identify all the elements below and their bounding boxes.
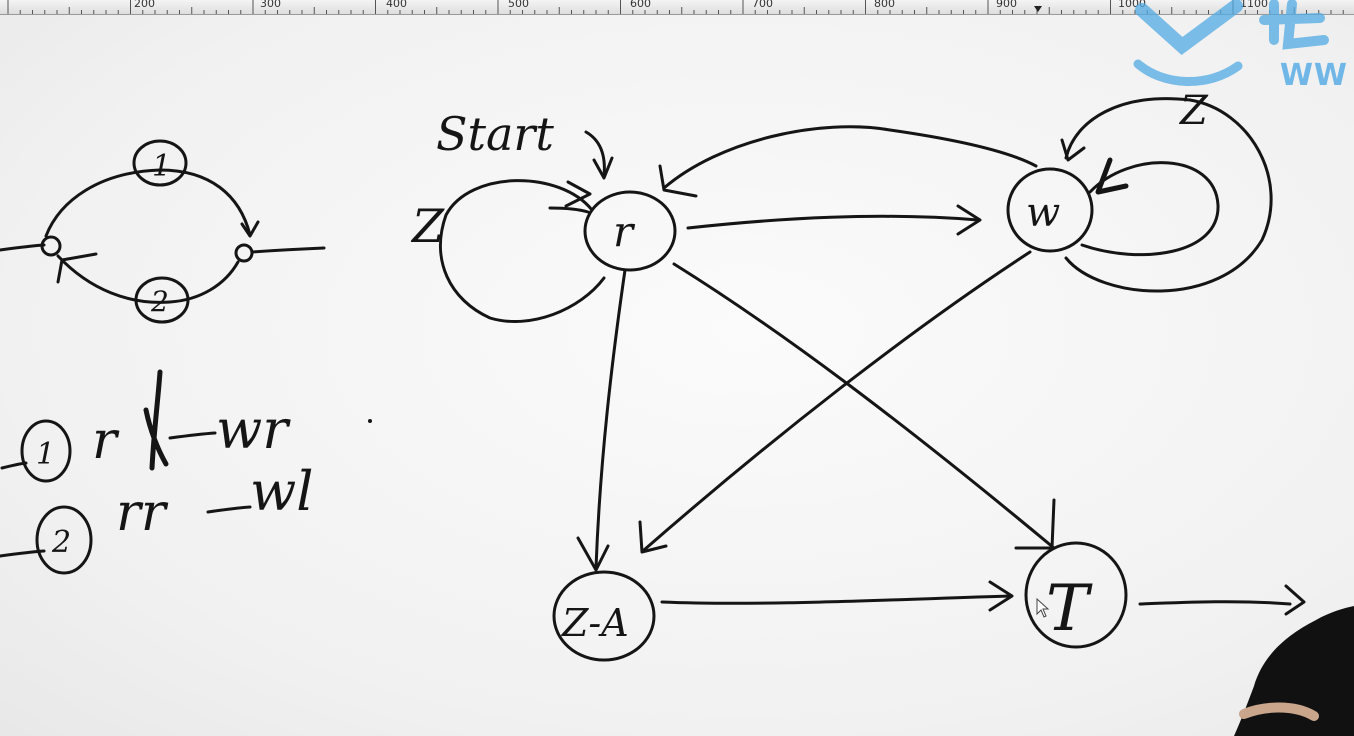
note2-text: rr <box>116 483 169 543</box>
loop-r-label: Z <box>410 199 445 253</box>
pointer-cursor-icon <box>1036 598 1050 618</box>
note2-marker-circle <box>35 505 93 575</box>
note2-lead <box>0 549 46 558</box>
note1-strike <box>143 369 169 471</box>
edge-r-to-za <box>594 268 627 570</box>
edge-w-to-za-arrowhead <box>638 520 668 554</box>
loop-r-arrowhead <box>564 180 592 208</box>
ruler-label: 800 <box>874 0 895 10</box>
note1-tail: wr <box>216 398 291 461</box>
mini-edge-out <box>250 246 326 254</box>
state-graph: Start r Z w Z <box>410 88 1306 662</box>
mini-arrowhead-bottom <box>56 252 98 284</box>
node-za-label: Z-A <box>561 601 629 645</box>
node-t <box>1024 541 1128 649</box>
edge-r-to-w-arrowhead <box>956 204 982 236</box>
loop-r <box>439 179 606 323</box>
mini-node-left <box>40 235 62 257</box>
mini-edge-in <box>0 243 46 252</box>
ruler-label: 200 <box>134 0 155 10</box>
loop-r-tick <box>548 206 590 214</box>
ruler-ticks <box>7 0 1344 14</box>
edge-r-to-w <box>686 214 980 230</box>
note1-marker: 1 <box>36 437 55 472</box>
edge-za-to-t-arrowhead <box>988 580 1014 612</box>
ruler-label: 600 <box>630 0 651 10</box>
edge-t-exit <box>1138 600 1292 606</box>
loop-w-inner <box>1080 161 1220 257</box>
path-notes: 1 r wr 2 rr wl <box>0 369 372 575</box>
note1-lead <box>0 461 28 470</box>
node-w <box>1006 167 1094 253</box>
mini-label-circle-1 <box>132 139 188 187</box>
presenter-silhouette <box>1234 606 1354 736</box>
logo-mark <box>1133 0 1329 86</box>
start-arrowhead <box>592 156 614 180</box>
loop-w-outer <box>1064 97 1273 293</box>
edge-w-to-r-arc <box>662 125 1038 190</box>
mini-arrowhead-top <box>240 220 260 238</box>
edge-za-to-t <box>660 594 1012 605</box>
brand-logo-icon: WW <box>1124 0 1354 100</box>
edge-arc-arrowhead <box>658 164 698 198</box>
note2-dash <box>206 505 252 514</box>
start-arrow <box>584 130 606 178</box>
note2-marker: 2 <box>51 525 71 560</box>
horizontal-ruler[interactable]: 200 300 400 500 600 700 800 900 1000 110… <box>0 0 1354 15</box>
loop-w-outer-arrowhead <box>1060 138 1086 162</box>
node-r <box>583 190 677 272</box>
mini-label-circle-2 <box>134 276 190 324</box>
ruler-label: 500 <box>508 0 529 10</box>
note1-text: r <box>92 411 120 471</box>
note1-dash <box>168 431 217 440</box>
mini-node-right <box>234 243 254 263</box>
ruler-label: 400 <box>386 0 407 10</box>
node-t-label: T <box>1046 572 1093 646</box>
mini-label-1: 1 <box>152 149 171 184</box>
loop-w-label: Z <box>1178 88 1209 134</box>
note1-dot <box>368 419 372 423</box>
ruler-label: 700 <box>752 0 773 10</box>
start-label: Start <box>436 107 554 161</box>
whiteboard-canvas[interactable]: 1 2 1 r wr 2 rr wl Start <box>0 15 1354 736</box>
ruler-label: 900 <box>996 0 1017 10</box>
edge-r-to-t <box>672 262 1056 550</box>
node-w-label: w <box>1026 190 1060 236</box>
edge-r-to-za-arrowhead <box>576 536 610 572</box>
node-za <box>552 570 656 662</box>
ruler-label: 1000 <box>1118 0 1146 10</box>
mini-path-diagram: 1 2 <box>0 139 326 324</box>
ruler-label: 1100 <box>1240 0 1268 10</box>
mini-label-2: 2 <box>150 285 169 318</box>
loop-w-inner-arrowhead <box>1095 157 1129 195</box>
edge-t-exit-arrowhead <box>1284 584 1306 616</box>
tab-marker-icon[interactable] <box>1034 6 1042 12</box>
ruler-label: 300 <box>260 0 281 10</box>
node-r-label: r <box>613 207 636 256</box>
edge-w-to-za <box>642 250 1032 552</box>
watermark-text: WW <box>1279 58 1348 93</box>
mini-arc-top <box>44 168 252 238</box>
note1-marker-circle <box>20 419 72 483</box>
edge-r-to-t-arrowhead <box>1014 498 1056 550</box>
note2-tail: wl <box>250 460 314 523</box>
mini-arc-bottom <box>56 254 240 304</box>
